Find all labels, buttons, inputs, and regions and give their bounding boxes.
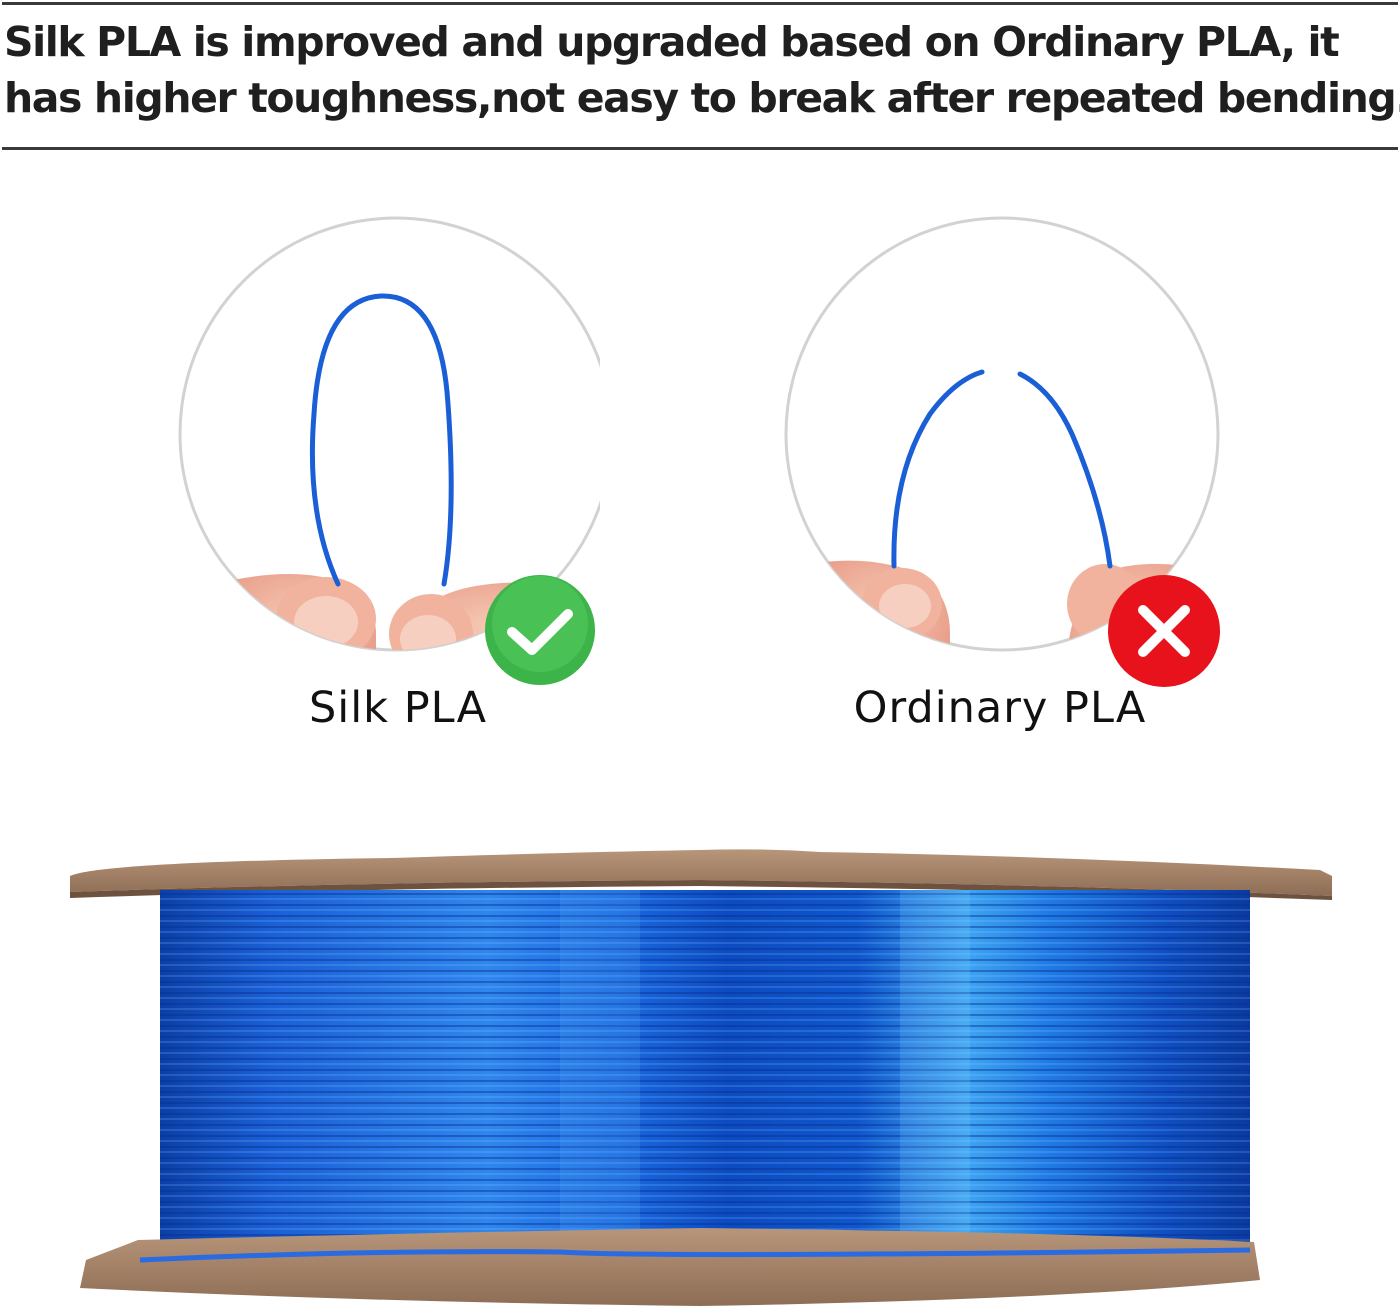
silk-pla-bend-photo — [178, 216, 600, 652]
check-icon — [485, 575, 595, 685]
silk-pla-label: Silk PLA — [308, 683, 488, 733]
headline: Silk PLA is improved and upgraded based … — [4, 14, 1400, 126]
headline-line-2: has higher toughness,not easy to break a… — [4, 74, 1400, 122]
bottom-divider — [2, 147, 1398, 150]
ordinary-pla-label: Ordinary PLA — [853, 683, 1147, 733]
filament-spool-photo — [70, 849, 1332, 1306]
top-divider — [2, 2, 1398, 5]
cross-icon — [1108, 575, 1220, 687]
headline-line-1: Silk PLA is improved and upgraded based … — [4, 18, 1340, 66]
